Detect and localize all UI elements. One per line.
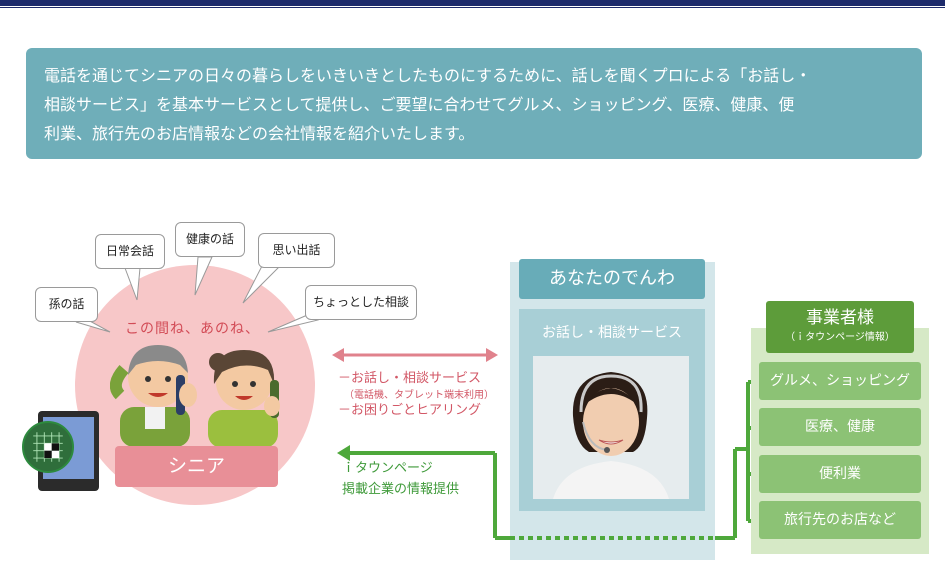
business-item-medical: 医療、健康: [759, 408, 921, 446]
service-double-arrow: [330, 345, 500, 365]
elderly-woman-illustration: [200, 340, 295, 448]
elderly-man-illustration: [110, 335, 205, 447]
info-flow-line: [330, 370, 760, 545]
info-line-1: ｉタウンページ: [342, 460, 433, 478]
bubble-small-consult: ちょっとした相談: [305, 285, 417, 320]
bubble-grandchild: 孫の話: [35, 287, 98, 322]
business-title: 事業者様: [766, 301, 914, 330]
business-title-box: 事業者様 （ｉタウンページ情報）: [766, 301, 914, 353]
board-game-icon: [22, 421, 74, 473]
info-line-2: 掲載企業の情報提供: [342, 481, 459, 499]
senior-label: シニア: [115, 446, 278, 487]
business-item-convenience: 便利業: [759, 455, 921, 493]
bubble-health-talk: 健康の話: [175, 222, 245, 257]
business-item-travel: 旅行先のお店など: [759, 501, 921, 539]
bubble-daily-talk: 日常会話: [95, 234, 165, 269]
bubble-memories: 思い出話: [258, 233, 335, 268]
business-subtitle: （ｉタウンページ情報）: [766, 330, 914, 346]
phone-title: あなたのでんわ: [519, 259, 705, 299]
business-item-gourmet: グルメ、ショッピング: [759, 362, 921, 400]
phone-subtitle: お話し・相談サービス: [519, 322, 705, 342]
